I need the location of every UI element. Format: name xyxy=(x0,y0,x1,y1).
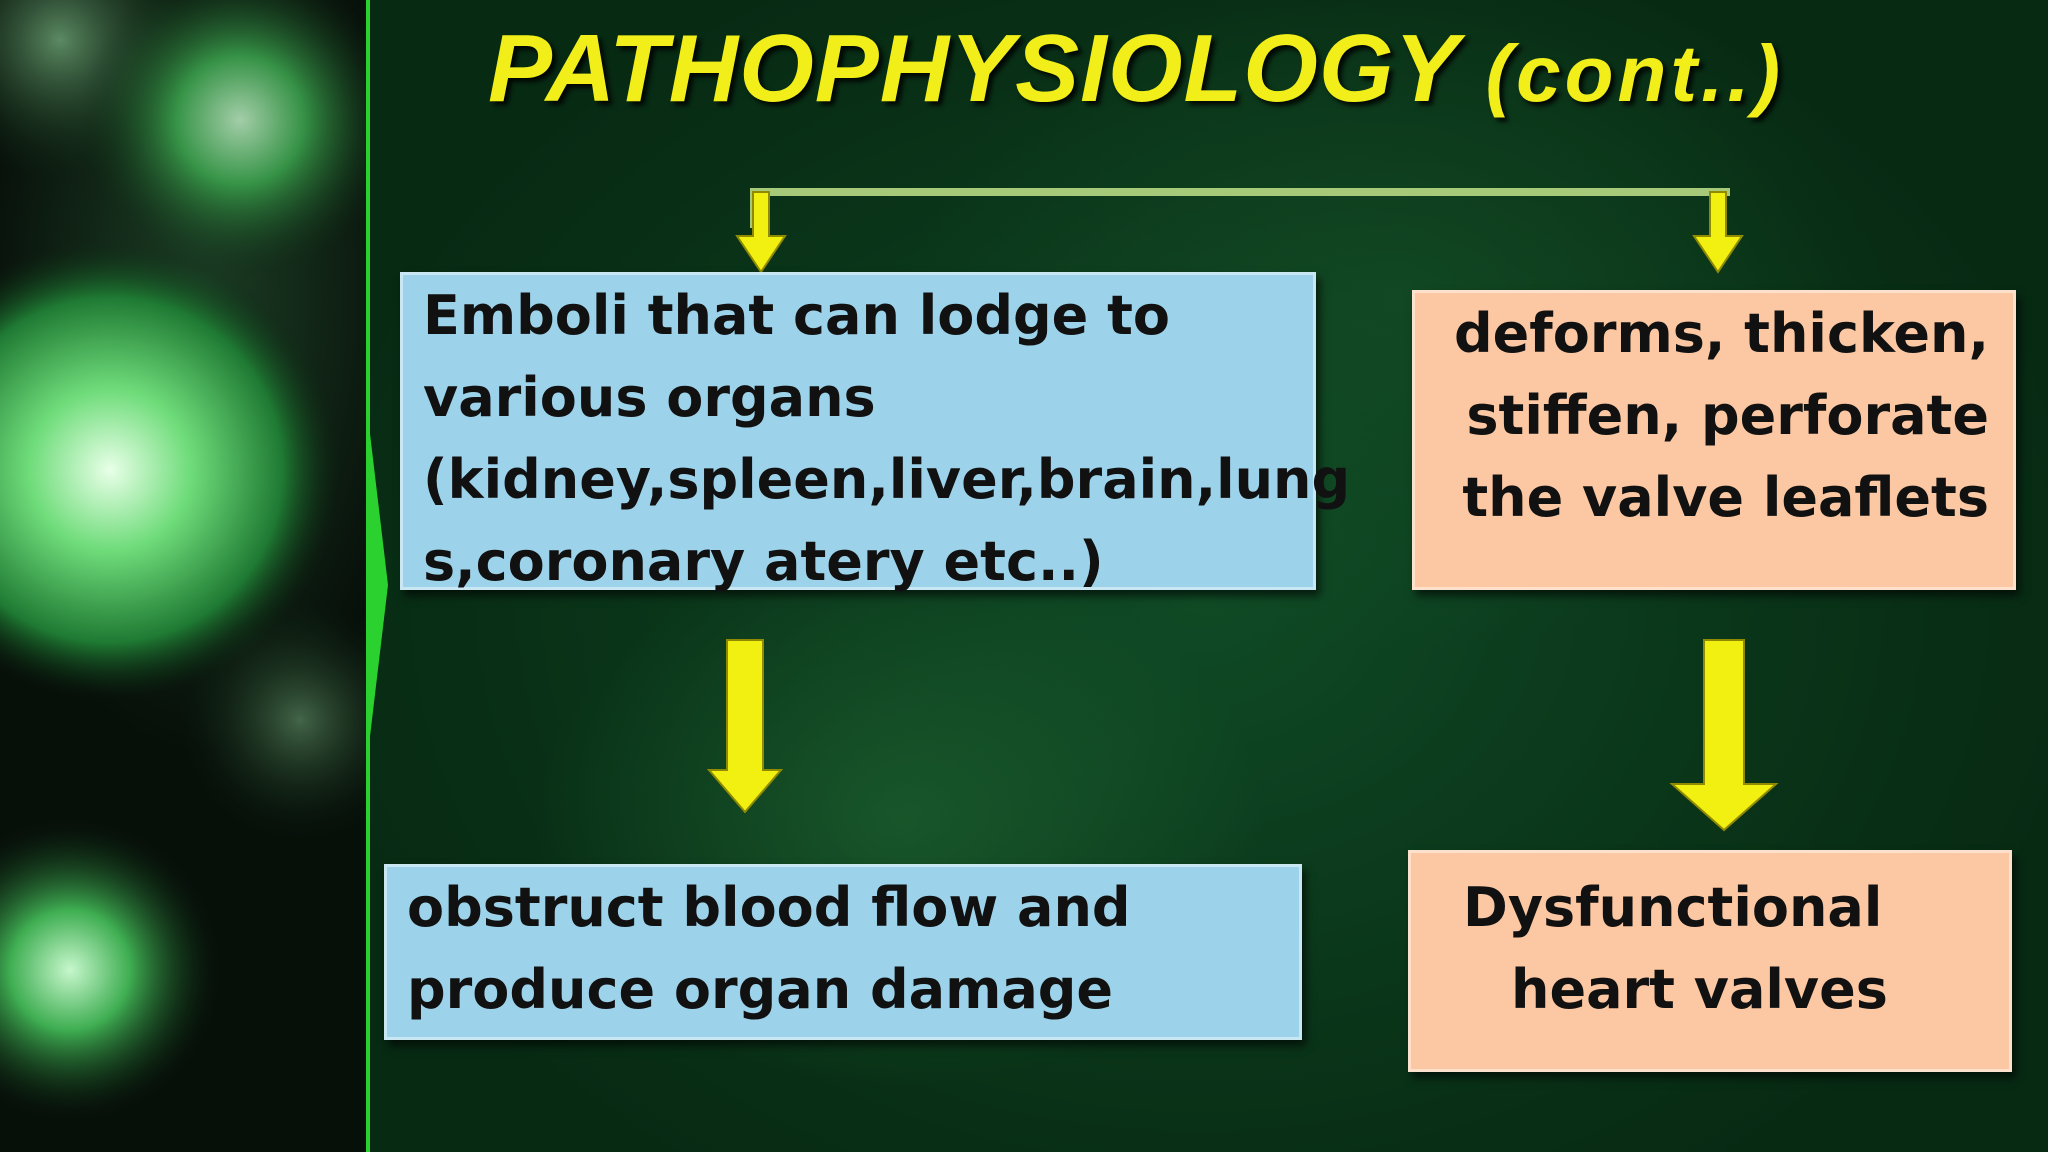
obstruct-line-1: obstruct blood flow and xyxy=(407,876,1131,939)
arrow-deforms-to-dysfunctional xyxy=(1669,639,1779,832)
title-sub: (cont..) xyxy=(1485,29,1785,118)
virus-large xyxy=(0,240,340,700)
virus-bottom xyxy=(0,820,220,1120)
deforms-line-3: the valve leaflets xyxy=(1462,466,1989,529)
virus-image-panel xyxy=(0,0,368,1152)
emboli-line-2: various organs xyxy=(423,366,876,429)
obstruct-line-2: produce organ damage xyxy=(407,958,1114,1021)
top-connector xyxy=(750,188,1730,228)
divider-notch xyxy=(366,400,388,770)
emboli-line-1: Emboli that can lodge to xyxy=(423,284,1170,347)
deforms-line-2: stiffen, perforate xyxy=(1466,384,1989,447)
emboli-line-3: (kidney,spleen,liver,brain,lung xyxy=(423,448,1351,511)
dysfunctional-line-1: Dysfunctional xyxy=(1463,876,1883,939)
arrow-emboli-to-obstruct xyxy=(706,639,784,814)
arrow-to-deforms xyxy=(1692,191,1744,274)
box-dysfunctional: Dysfunctional heart valves xyxy=(1408,850,2012,1072)
dysfunctional-line-2: heart valves xyxy=(1511,958,1888,1021)
deforms-line-1: deforms, thicken, xyxy=(1453,302,1989,365)
arrow-to-emboli xyxy=(735,191,787,274)
emboli-line-4: s,coronary atery etc..) xyxy=(423,530,1104,593)
virus-illustration xyxy=(0,0,368,1120)
blurred-virus-mid xyxy=(180,600,368,840)
title-main: PATHOPHYSIOLOGY xyxy=(488,15,1458,122)
box-deforms: deforms, thicken, stiffen, perforate the… xyxy=(1412,290,2016,590)
virus-top-right xyxy=(80,0,368,280)
slide-title: PATHOPHYSIOLOGY (cont..) xyxy=(488,14,2008,124)
box-emboli: Emboli that can lodge to various organs … xyxy=(400,272,1351,593)
box-obstruct: obstruct blood flow and produce organ da… xyxy=(384,864,1302,1040)
